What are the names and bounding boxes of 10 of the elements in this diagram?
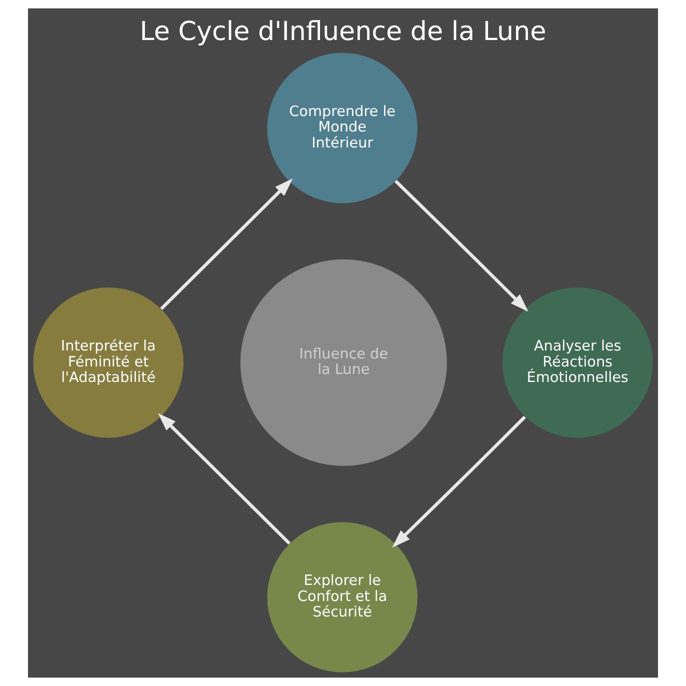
arrow — [392, 416, 526, 548]
node-circle: Influence de la Lune — [240, 259, 447, 466]
node-circle: Analyser les Réactions Émotionnelles — [502, 287, 653, 438]
arrow — [160, 178, 293, 310]
arrow — [394, 180, 528, 312]
arrow — [158, 413, 291, 545]
node-circle: Comprendre le Monde Intérieur — [267, 52, 418, 204]
node-circle: Interpréter la Féminité et l'Adaptabilité — [33, 287, 184, 438]
diagram-title: Le Cycle d'Influence de la Lune — [140, 16, 546, 47]
node-circle: Explorer le Confort et la Sécurité — [267, 522, 418, 672]
